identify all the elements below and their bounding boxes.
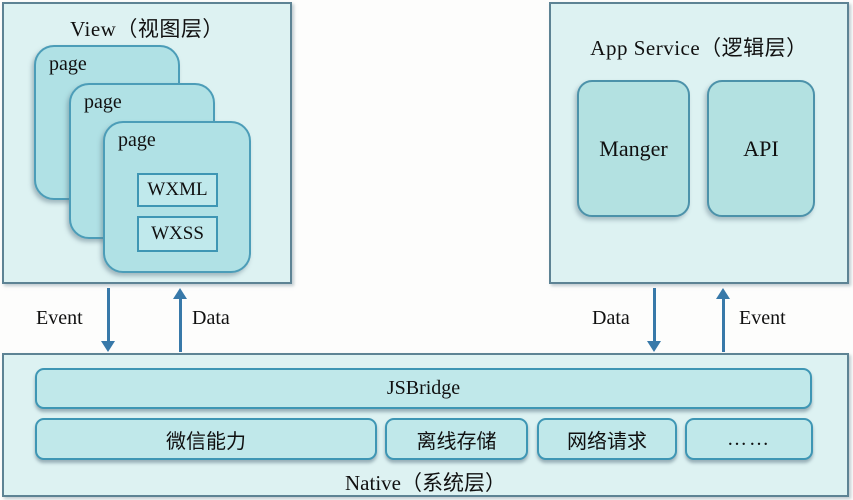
- native-layer-title: Native（系统层）: [345, 471, 506, 495]
- view-layer-title: View（视图层）: [70, 17, 224, 41]
- page-label: page: [84, 91, 122, 113]
- arrow-head: [647, 341, 661, 352]
- native-layer-panel: JSBridge 微信能力 离线存储 网络请求 …… Native（系统层）: [2, 353, 849, 497]
- capability-network-request-box: 网络请求: [537, 418, 677, 460]
- event-flow-label-right: Event: [739, 307, 786, 329]
- data-flow-label-left: Data: [192, 307, 230, 329]
- down-arrow-icon: [101, 288, 115, 352]
- arrow-head: [173, 288, 187, 299]
- capability-wechat-box: 微信能力: [35, 418, 377, 460]
- data-flow-label-right: Data: [592, 307, 630, 329]
- page-label: page: [49, 53, 87, 75]
- arrow-shaft: [179, 298, 182, 352]
- arrow-shaft: [653, 288, 656, 342]
- event-flow-label-left: Event: [36, 307, 83, 329]
- view-layer-panel: View（视图层） page page page WXML WXSS: [2, 2, 292, 284]
- page-card-front: page WXML WXSS: [103, 121, 251, 273]
- arrow-head: [716, 288, 730, 299]
- up-arrow-icon: [716, 288, 730, 352]
- wxss-box: WXSS: [137, 216, 218, 252]
- arrow-shaft: [107, 288, 110, 342]
- page-label: page: [118, 129, 156, 151]
- arrow-head: [101, 341, 115, 352]
- manager-module-box: Manger: [577, 80, 690, 217]
- capability-offline-storage-box: 离线存储: [385, 418, 528, 460]
- app-service-layer-title: App Service（逻辑层）: [590, 36, 808, 60]
- arrow-shaft: [722, 298, 725, 352]
- api-module-box: API: [707, 80, 815, 217]
- capability-more-box: ……: [685, 418, 813, 460]
- wxml-box: WXML: [137, 173, 218, 207]
- up-arrow-icon: [173, 288, 187, 352]
- jsbridge-bar: JSBridge: [35, 368, 812, 409]
- down-arrow-icon: [647, 288, 661, 352]
- app-service-layer-panel: App Service（逻辑层） Manger API: [549, 2, 849, 284]
